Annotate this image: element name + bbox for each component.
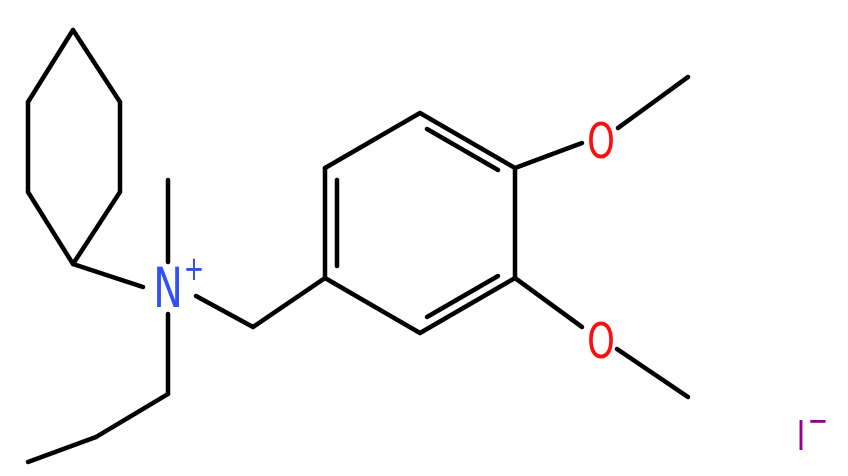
- quaternary-nitrogen-label: N: [153, 258, 183, 321]
- iodide-counterion-label: I: [797, 413, 806, 460]
- ring1-bond-6: [25, 27, 76, 105]
- benzene-bond-6: [322, 275, 423, 336]
- benzene-bond-3: [417, 110, 518, 171]
- quaternary-nitrogen-charge: +: [184, 249, 205, 288]
- benzene-inner-3: [424, 273, 501, 320]
- ring1-bond-4: [25, 189, 76, 267]
- benzene-bond-5: [417, 275, 518, 336]
- benzene-inner-2: [424, 126, 501, 173]
- methoxy-oxygen-bottom-label: O: [587, 313, 615, 370]
- n-alkyl-down-2: [93, 391, 171, 440]
- methoxy-oxygen-top-label: O: [587, 113, 615, 170]
- iodide-counterion-charge: −: [808, 401, 829, 440]
- ring1-to-n: [70, 261, 146, 290]
- ring1-bond-1: [70, 27, 123, 105]
- o-bottom-to-methyl: [614, 346, 691, 400]
- aryl-to-o-top: [512, 140, 585, 171]
- n-alkyl-down-3: [25, 434, 99, 465]
- aryl-to-o-bottom: [512, 275, 585, 330]
- ring1-bond-3: [70, 189, 123, 267]
- benzene-bond-2: [322, 110, 423, 171]
- n-benzyl-2: [250, 275, 328, 330]
- n-benzyl-1: [193, 293, 256, 330]
- o-top-to-methyl: [615, 74, 691, 131]
